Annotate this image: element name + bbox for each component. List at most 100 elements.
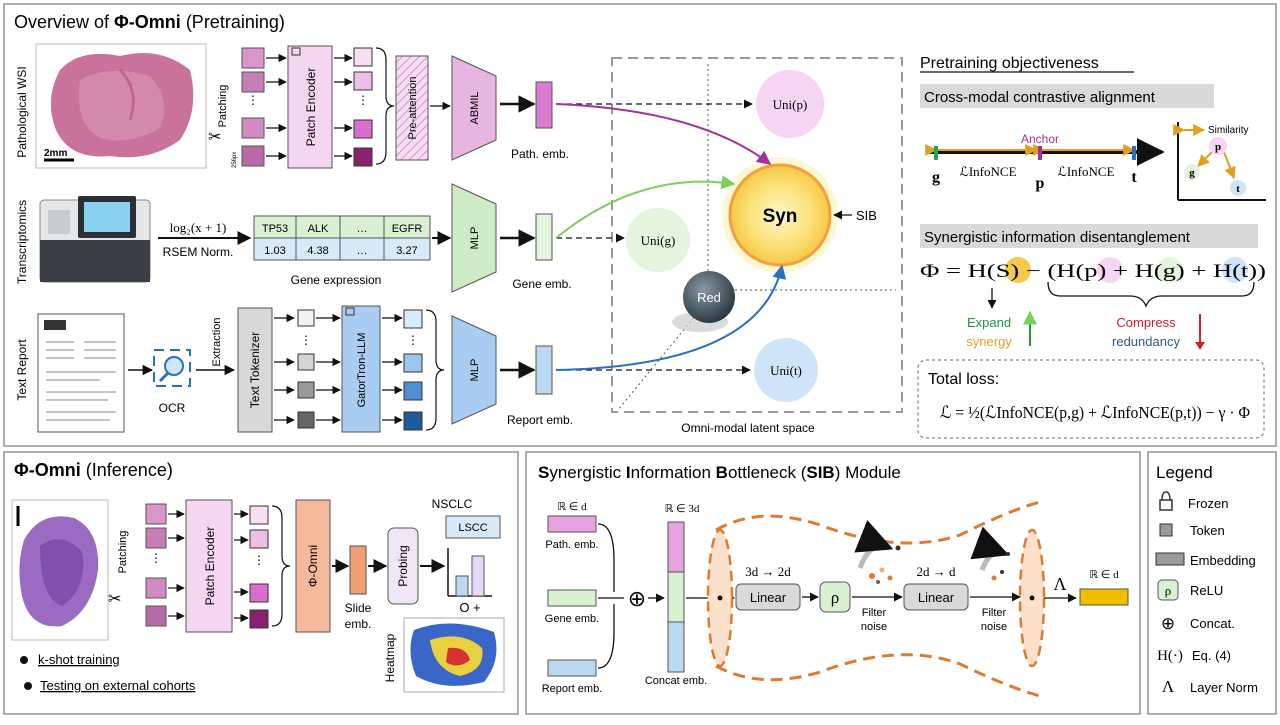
gene-header-0: TP53 xyxy=(262,223,288,235)
svg-text:⋮: ⋮ xyxy=(253,553,265,567)
gene-value-0: 1.03 xyxy=(264,245,285,257)
bullet-testing: Testing on external cohorts xyxy=(40,678,196,693)
linear-block-1 xyxy=(735,583,801,611)
svg-text:⋮: ⋮ xyxy=(247,93,259,107)
slide-emb-box xyxy=(349,545,367,595)
mlp-report-block xyxy=(451,315,497,425)
noise-label-2: noise xyxy=(981,621,1007,633)
cross-modal-label: Cross-modal contrastive alignment xyxy=(924,89,1156,106)
compress-label: Compress xyxy=(1116,315,1176,330)
sib-path-emb-label: Path. emb. xyxy=(545,539,598,551)
anchor-label: Anchor xyxy=(1021,132,1059,146)
gene-value-1: 4.38 xyxy=(307,245,328,257)
slide-emb-label-1: Slide xyxy=(345,601,372,615)
latent-space-label: Omni-modal latent space xyxy=(681,421,815,435)
layer-norm-symbol: Λ xyxy=(1053,574,1066,594)
nsclc-label: NSCLC xyxy=(432,497,473,511)
svg-text:⋮: ⋮ xyxy=(357,93,369,107)
sib-rd-input: ℝ ∈ d xyxy=(557,501,587,513)
filter-label-2: Filter xyxy=(982,607,1007,619)
legend-item-layer-norm: Layer Norm xyxy=(1190,680,1258,695)
gatortron-block xyxy=(341,305,381,433)
legend-title: Legend xyxy=(1156,463,1213,482)
total-loss-equation: ℒ = ½(ℒInfoNCE(p,g) + ℒInfoNCE(p,t)) − γ… xyxy=(940,403,1250,422)
legend-embedding-icon xyxy=(1155,552,1185,566)
relu-block xyxy=(819,581,851,613)
row-label-rna: Transcriptomics xyxy=(15,200,29,284)
lscc-box xyxy=(445,515,501,539)
ocr-icon xyxy=(153,349,191,387)
pre-attention-block xyxy=(395,55,429,161)
slide-emb-label-2: emb. xyxy=(345,617,372,631)
sib-report-emb xyxy=(547,659,597,677)
report-emb-label: Report emb. xyxy=(507,413,573,427)
pre-attention-label: Pre-attention xyxy=(407,77,419,140)
axis-labels: O + xyxy=(459,600,480,615)
legend-item-frozen: Frozen xyxy=(1188,496,1228,511)
legend-item-embedding: Embedding xyxy=(1190,553,1256,568)
legend-item-eq: Eq. (4) xyxy=(1192,648,1231,663)
objective-title: Pretraining objectiveness xyxy=(920,55,1099,72)
gene-header-2: … xyxy=(357,223,368,235)
patch-size-label: 256px xyxy=(232,152,238,168)
noise-label-1: noise xyxy=(861,621,887,633)
uni-g-label: Uni(g) xyxy=(641,233,676,248)
noise-particles-1 xyxy=(854,520,901,584)
overview-title: Overview of Φ-Omni (Pretraining) xyxy=(14,12,285,32)
concat-symbol: ⊕ xyxy=(628,586,646,611)
sib-label: SIB xyxy=(856,208,877,223)
legend-lambda-symbol: Λ xyxy=(1162,677,1175,696)
brace-redundancy xyxy=(1047,281,1255,308)
inference-patches: ⋮ xyxy=(145,503,167,627)
uni-t-label: Uni(t) xyxy=(770,363,802,378)
sib-rd-output: ℝ ∈ d xyxy=(1089,569,1119,581)
abmil-block xyxy=(451,55,497,161)
phi-omni-block xyxy=(295,499,331,633)
bottleneck-bottom xyxy=(715,653,1041,698)
row-label-wsi: Pathological WSI xyxy=(15,66,29,157)
sib-gene-emb xyxy=(547,589,597,607)
brace-report xyxy=(425,309,445,431)
similarity-label: Similarity xyxy=(1208,125,1249,136)
loss-label-right: ℒInfoNCE xyxy=(1057,164,1114,179)
uni-p-bubble xyxy=(756,70,824,138)
gene-emb-box xyxy=(535,213,553,261)
svg-text:⋮: ⋮ xyxy=(300,333,312,347)
row-label-report: Text Report xyxy=(15,339,29,401)
sib-r3d: ℝ ∈ 3d xyxy=(665,503,700,515)
red-sphere xyxy=(683,271,735,323)
inference-brace xyxy=(271,505,291,627)
probing-block xyxy=(387,527,419,605)
patch-embeddings: ⋮ xyxy=(353,47,373,167)
latent-space-frame xyxy=(611,57,903,413)
inference-patching-label: Patching xyxy=(117,531,129,574)
gene-header-3: EGFR xyxy=(392,223,423,235)
legend-relu-symbol: ρ xyxy=(1165,583,1172,598)
report-token-embeddings: ⋮ xyxy=(403,309,423,431)
svg-text:⋮: ⋮ xyxy=(407,333,419,347)
text-tokenizer-label: Text Tokenizer xyxy=(248,332,262,408)
probing-bar-chart xyxy=(447,548,492,597)
concat-emb-path xyxy=(667,521,685,573)
expand-label: Expand xyxy=(967,315,1011,330)
bullet-k-shot: k-shot training xyxy=(38,652,120,667)
synergy-header xyxy=(920,224,1258,248)
svg-text:p: p xyxy=(1215,141,1221,153)
abmil-label: ABMIL xyxy=(469,91,481,124)
relu-symbol: ρ xyxy=(831,588,839,607)
linear-label-1: Linear xyxy=(750,590,787,605)
legend-eq-symbol: H(·) xyxy=(1157,648,1183,664)
report-document-icon xyxy=(37,313,125,433)
mlp-gene-label: MLP xyxy=(469,227,481,250)
sib-report-emb-label: Report emb. xyxy=(542,683,603,695)
sib-title: Synergistic Information Bottleneck (SIB)… xyxy=(538,463,901,482)
anchor-g: g xyxy=(932,169,940,186)
dim-2d-d: 2d → d xyxy=(917,564,957,579)
probing-label: Probing xyxy=(396,545,410,586)
report-emb-box xyxy=(535,345,553,395)
gene-emb-label: Gene emb. xyxy=(512,277,571,291)
heatmap-label: Heatmap xyxy=(383,633,397,682)
linear-label-2: Linear xyxy=(918,590,955,605)
similarity-plot: Similarity p g t xyxy=(1173,122,1266,201)
legend-concat-symbol: ⊕ xyxy=(1161,614,1175,633)
